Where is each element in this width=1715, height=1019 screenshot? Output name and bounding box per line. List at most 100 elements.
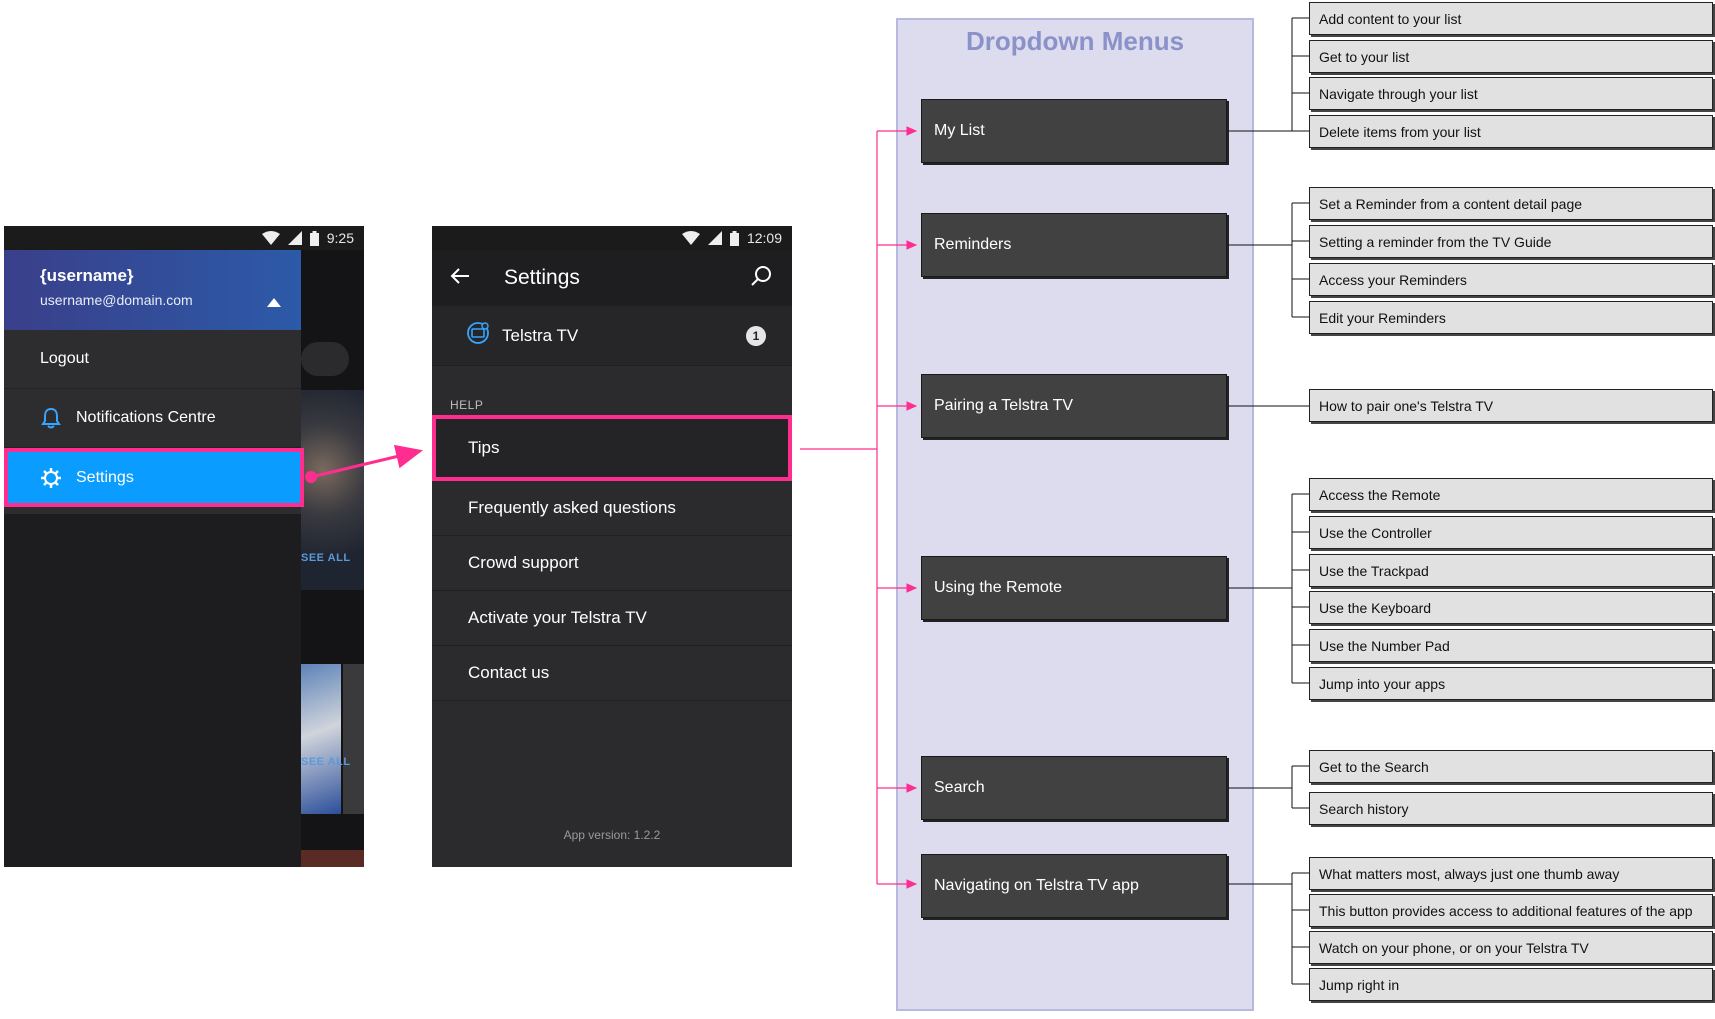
sub-item-label: Setting a reminder from the TV Guide: [1319, 233, 1552, 250]
sub-item-label: What matters most, always just one thumb…: [1319, 865, 1620, 882]
settings-item-faq[interactable]: Frequently asked questions: [432, 481, 792, 536]
sub-item[interactable]: Jump right in: [1309, 968, 1713, 1001]
sub-item[interactable]: Access the Remote: [1309, 478, 1713, 511]
device-count-badge: 1: [746, 326, 766, 346]
sub-item[interactable]: Add content to your list: [1309, 2, 1713, 35]
sub-item[interactable]: This button provides access to additiona…: [1309, 894, 1713, 927]
settings-item-label: Activate your Telstra TV: [468, 608, 647, 627]
settings-item-activate[interactable]: Activate your Telstra TV: [432, 591, 792, 646]
settings-item-label: Crowd support: [468, 553, 579, 572]
drawer-empty-area: [4, 514, 301, 867]
sub-item[interactable]: Search history: [1309, 792, 1713, 825]
tv-device-icon: [466, 321, 490, 350]
status-time: 9:25: [326, 230, 354, 246]
account-header[interactable]: {username} username@domain.com: [4, 250, 301, 330]
sub-item[interactable]: Get to the Search: [1309, 750, 1713, 783]
menu-label: Reminders: [934, 236, 1012, 253]
sub-item[interactable]: Navigate through your list: [1309, 77, 1713, 110]
menu-navigating[interactable]: Navigating on Telstra TV app: [921, 854, 1227, 918]
sub-item[interactable]: Set a Reminder from a content detail pag…: [1309, 187, 1713, 220]
sub-item-label: Use the Keyboard: [1319, 599, 1432, 616]
account-username: {username}: [40, 266, 134, 285]
drawer-item-settings[interactable]: Settings: [4, 448, 304, 507]
sub-item-label: Jump right in: [1319, 976, 1400, 993]
dropdown-menus-panel: Dropdown Menus: [896, 18, 1254, 1011]
drawer-item-notifications[interactable]: Notifications Centre: [4, 389, 301, 448]
sub-item[interactable]: Use the Controller: [1309, 516, 1713, 549]
sub-item-label: How to pair one's Telstra TV: [1319, 397, 1494, 414]
page-title: Settings: [504, 266, 580, 289]
signal-icon: [707, 231, 722, 245]
sub-item-label: Use the Number Pad: [1319, 637, 1450, 654]
menu-my-list[interactable]: My List: [921, 99, 1227, 163]
sub-item-label: Jump into your apps: [1319, 675, 1446, 692]
sub-item[interactable]: Use the Number Pad: [1309, 629, 1713, 662]
settings-item-contact-us[interactable]: Contact us: [432, 646, 792, 701]
bell-icon: [40, 407, 62, 429]
section-label-help: HELP: [450, 398, 484, 412]
sub-item-label: Navigate through your list: [1319, 85, 1478, 102]
drawer-item-label: Settings: [76, 468, 134, 486]
sub-item-label: Edit your Reminders: [1319, 309, 1446, 326]
status-bar: 12:09: [432, 226, 792, 250]
back-arrow-icon[interactable]: [450, 267, 474, 290]
caret-up-icon[interactable]: [267, 298, 281, 307]
settings-item-label: Tips: [468, 438, 500, 457]
sub-item-label: Search history: [1319, 800, 1409, 817]
status-time: 12:09: [746, 230, 782, 246]
app-version-text: App version: 1.2.2: [563, 828, 661, 842]
sub-item-label: Watch on your phone, or on your Telstra …: [1319, 939, 1589, 956]
sub-item-label: Delete items from your list: [1319, 123, 1481, 140]
menu-pairing[interactable]: Pairing a Telstra TV: [921, 374, 1227, 438]
wifi-icon: [681, 231, 700, 245]
sub-item[interactable]: Delete items from your list: [1309, 115, 1713, 148]
sub-item-label: Add content to your list: [1319, 10, 1462, 27]
background-content: SEE ALL SEE ALL: [301, 250, 364, 867]
account-email: username@domain.com: [40, 292, 193, 308]
gear-icon: [40, 467, 62, 489]
sub-item-label: This button provides access to additiona…: [1319, 902, 1693, 919]
sub-item[interactable]: Use the Keyboard: [1309, 591, 1713, 624]
sub-item-label: Access your Reminders: [1319, 271, 1467, 288]
background-thumbnail: [301, 664, 341, 814]
panel-title: Dropdown Menus: [965, 26, 1185, 56]
sub-item-label: Access the Remote: [1319, 486, 1441, 503]
background-search-pill: [301, 342, 349, 376]
settings-item-crowd-support[interactable]: Crowd support: [432, 536, 792, 591]
sub-item[interactable]: Jump into your apps: [1309, 667, 1713, 700]
sub-item[interactable]: Setting a reminder from the TV Guide: [1309, 225, 1713, 258]
navigation-drawer: {username} username@domain.com Logout No…: [4, 250, 304, 867]
drawer-item-label: Notifications Centre: [76, 409, 216, 426]
settings-item-tips[interactable]: Tips: [432, 415, 792, 481]
sub-item[interactable]: Edit your Reminders: [1309, 301, 1713, 334]
search-icon[interactable]: [750, 265, 772, 292]
battery-icon: [729, 230, 739, 246]
settings-item-label: Contact us: [468, 663, 550, 682]
drawer-phone-screen: 9:25 SEE ALL SEE ALL {username} username…: [4, 226, 364, 867]
sub-item-label: Set a Reminder from a content detail pag…: [1319, 195, 1583, 212]
menu-search[interactable]: Search: [921, 756, 1227, 820]
menu-using-remote[interactable]: Using the Remote: [921, 556, 1227, 620]
settings-phone-screen: 12:09 Settings Telstra TV 1 HELP Tips Fr…: [432, 226, 792, 867]
sub-item-label: Use the Controller: [1319, 524, 1432, 541]
background-hero-image: [301, 390, 364, 590]
drawer-item-label: Logout: [40, 350, 89, 367]
settings-app-bar: Settings: [432, 250, 792, 306]
settings-item-label: Frequently asked questions: [468, 498, 676, 517]
sub-item[interactable]: Get to your list: [1309, 40, 1713, 73]
wifi-icon: [261, 231, 280, 245]
status-bar: 9:25: [4, 226, 364, 250]
sub-item[interactable]: How to pair one's Telstra TV: [1309, 389, 1713, 422]
sub-item[interactable]: What matters most, always just one thumb…: [1309, 857, 1713, 890]
device-row-telstra-tv[interactable]: Telstra TV 1: [432, 306, 792, 366]
sub-item[interactable]: Watch on your phone, or on your Telstra …: [1309, 931, 1713, 964]
background-see-all-label: SEE ALL: [301, 756, 351, 768]
background-strip: [301, 850, 364, 867]
sub-item[interactable]: Access your Reminders: [1309, 263, 1713, 296]
drawer-item-logout[interactable]: Logout: [4, 330, 301, 389]
menu-reminders[interactable]: Reminders: [921, 213, 1227, 277]
device-label: Telstra TV: [502, 325, 579, 345]
signal-icon: [287, 231, 302, 245]
background-see-all-label: SEE ALL: [301, 552, 351, 564]
sub-item[interactable]: Use the Trackpad: [1309, 554, 1713, 587]
